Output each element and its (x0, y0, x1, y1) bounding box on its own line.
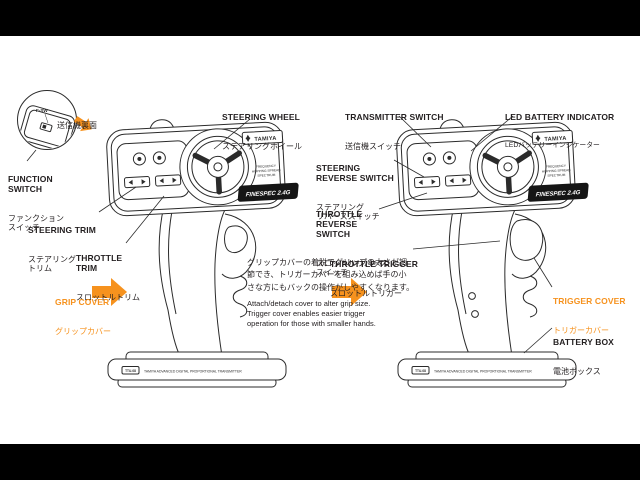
label-jp: グリップカバー (55, 326, 111, 336)
label-jp: LEDバッテリーインジケーター (505, 141, 600, 149)
label-en: THROTTLE REVERSE SWITCH (316, 208, 363, 239)
label-en: LED BATTERY INDICATOR (505, 111, 615, 122)
inset-note: 送信機裏面 (57, 101, 97, 149)
label-jp: スロットルトリガー (330, 288, 402, 298)
label-jp: ステアリングホイール (222, 141, 302, 151)
description-jp: グリップカバーの着脱でグリップの太さが調 節でき、トリガーカバーを組み込めば手の… (247, 258, 415, 292)
leader-lines (26, 115, 553, 354)
letterbox-top (0, 0, 640, 36)
label-en: GRIP COVER (55, 296, 110, 307)
label-transmitter-switch: TRANSMITTER SWITCH 送信機スイッチ (345, 93, 444, 170)
letterbox-bottom (0, 444, 640, 480)
label-en: STEERING REVERSE SWITCH (316, 162, 394, 183)
label-led-battery-indicator: LED BATTERY INDICATOR LEDバッテリーインジケーター (505, 93, 614, 169)
label-steering-trim: STEERING TRIM ステアリング トリム (28, 206, 96, 293)
label-trigger-cover: TRIGGER COVER トリガーカバー (553, 277, 626, 354)
label-jp: スロットルトリム (76, 292, 140, 302)
trigger-cover-part (509, 219, 544, 261)
label-en: FUNCTION SWITCH (8, 173, 53, 194)
label-en: TRIGGER COVER (553, 295, 626, 306)
label-steering-wheel: STEERING WHEEL ステアリングホイール (222, 93, 302, 170)
label-en: STEERING TRIM (28, 224, 96, 235)
label-throttle-trigger: THROTTLE TRIGGER スロットルトリガー (330, 240, 418, 317)
label-jp: ステアリング リバーススイッチ (316, 202, 380, 222)
grip-hole (468, 292, 476, 300)
function-switch-inset: F-SW (17, 90, 77, 150)
label-grip-cover: GRIP COVER グリップカバー (55, 278, 111, 355)
label-throttle-reverse-switch: THROTTLE REVERSE SWITCH スロットルリバース スイッチ (316, 190, 388, 297)
label-en: THROTTLE TRIGGER (330, 258, 419, 269)
label-jp: スロットルリバース スイッチ (316, 258, 388, 278)
inset-note-text: 送信機裏面 (57, 120, 97, 130)
label-jp: ファンクション スイッチ (8, 213, 64, 233)
label-en: STEERING WHEEL (222, 111, 300, 122)
label-throttle-trim: THROTTLE TRIM スロットルトリム (76, 234, 140, 321)
label-battery-box: BATTERY BOX 電池ボックス (553, 318, 614, 395)
label-jp: 送信機スイッチ (345, 141, 401, 151)
label-jp: トリガーカバー (553, 325, 609, 335)
description-note: グリップカバーの着脱でグリップの太さが調 節でき、トリガーカバーを組み込めば手の… (247, 257, 415, 330)
label-steering-reverse-switch: STEERING REVERSE SWITCH ステアリング リバーススイッチ (316, 144, 394, 241)
label-jp: 電池ボックス (553, 366, 601, 376)
inset-switch-label: F-SW (36, 108, 48, 113)
label-en: THROTTLE TRIM (76, 252, 123, 273)
grip-hole (471, 310, 479, 318)
label-en: BATTERY BOX (553, 336, 614, 347)
description-en: Attach/detach cover to alter grip size. … (247, 299, 376, 329)
label-en: TRANSMITTER SWITCH (345, 111, 444, 122)
right-unit-extras (468, 219, 544, 318)
label-function-switch: FUNCTION SWITCH ファンクション スイッチ (8, 155, 64, 252)
label-jp: ステアリング トリム (28, 254, 76, 274)
